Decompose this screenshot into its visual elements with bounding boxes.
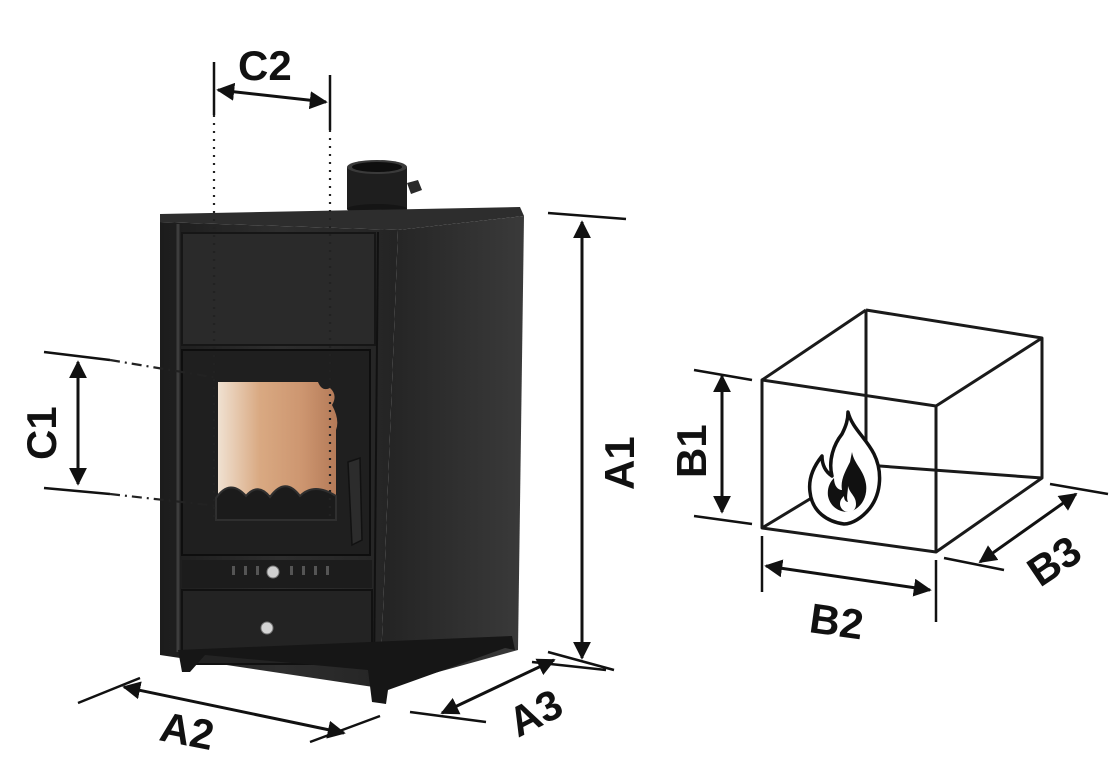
dim-label-c2: C2 <box>238 42 292 89</box>
stove-illustration <box>160 160 524 704</box>
door-handle <box>347 456 363 547</box>
stove-legs <box>178 636 515 704</box>
dim-label-b3: B3 <box>1019 526 1090 595</box>
drawer-knob <box>260 621 274 635</box>
dim-label-c1: C1 <box>18 406 65 460</box>
stove-side-panel <box>380 216 524 688</box>
dim-label-a3: A3 <box>501 680 570 746</box>
air-knob <box>266 565 280 579</box>
dim-label-a2: A2 <box>156 703 218 759</box>
stove-top <box>160 207 524 230</box>
firebox-outline <box>760 308 1044 554</box>
chimney-pipe <box>347 160 422 214</box>
air-vent <box>182 560 372 588</box>
dim-label-b2: B2 <box>807 594 867 648</box>
door-flame-ornament <box>215 485 337 521</box>
door-glass <box>218 382 338 495</box>
fire-icon <box>807 410 882 526</box>
dim-label-b1: B1 <box>668 424 715 478</box>
fire-door <box>181 349 371 556</box>
upper-panel <box>181 232 376 346</box>
dim-label-a1: A1 <box>596 436 643 490</box>
